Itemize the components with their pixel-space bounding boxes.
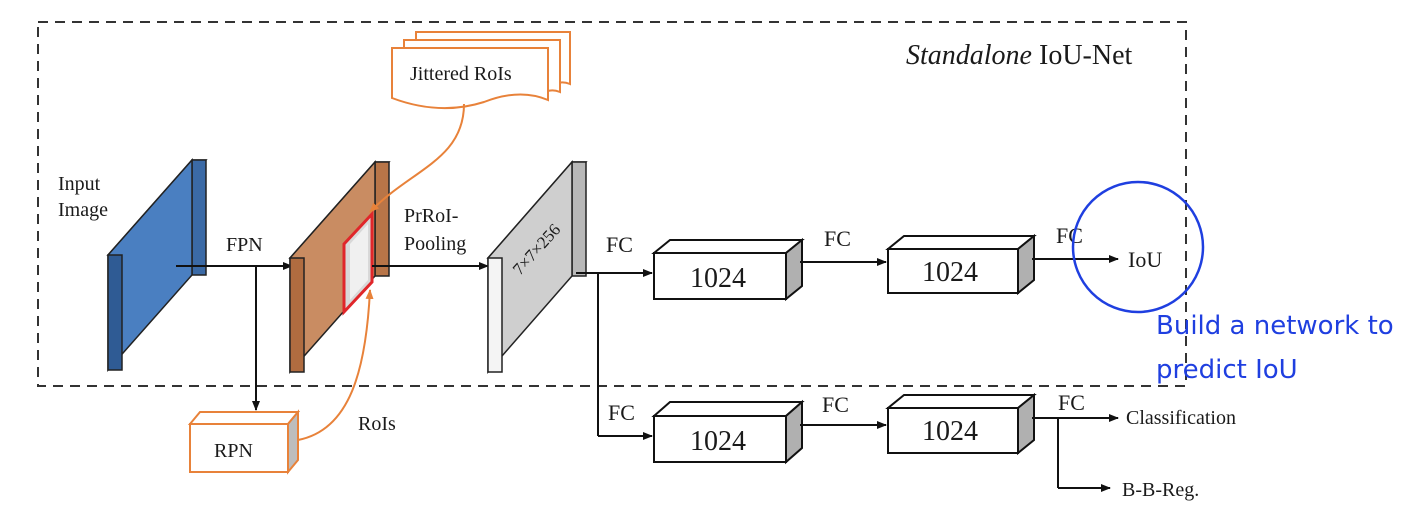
input-label-line1: Input <box>58 173 101 195</box>
rpn-label: RPN <box>214 440 253 462</box>
fc-label-6: FC <box>1058 390 1085 415</box>
rpn-connector <box>297 289 374 441</box>
fpn-feature-slab <box>288 160 391 374</box>
fc-box-top-1-label: 1024 <box>690 263 746 294</box>
fc-label-4: FC <box>608 400 635 425</box>
fc-box-top-2 <box>885 233 1037 296</box>
roi-highlight <box>342 210 374 316</box>
fc-label-1: FC <box>606 232 633 257</box>
annotation-line1: Build a network to <box>1156 311 1394 341</box>
iou-output-label: IoU <box>1128 247 1162 272</box>
iou-highlight-circle <box>1071 180 1205 314</box>
fc-box-bottom-1 <box>651 399 805 465</box>
input-label-line2: Image <box>58 199 108 221</box>
bbreg-label: B-B-Reg. <box>1122 479 1199 501</box>
diagram-title: Standalone IoU-Net <box>906 40 1133 71</box>
annotation-line2: predict IoU <box>1156 355 1298 385</box>
input-image-slab <box>106 158 208 372</box>
fc-label-3: FC <box>1056 223 1083 248</box>
fc-box-top-1 <box>651 237 805 302</box>
prroi-label-line1: PrRoI- <box>404 205 458 227</box>
pooled-feature-slab <box>486 160 588 374</box>
jittered-rois-doc <box>391 31 571 110</box>
rpn-box <box>187 409 301 475</box>
classification-label: Classification <box>1126 407 1236 429</box>
prroi-label-line2: Pooling <box>404 233 466 255</box>
fc-label-5: FC <box>822 392 849 417</box>
standalone-boundary <box>37 21 1187 387</box>
fc-box-bottom-1-label: 1024 <box>690 426 746 457</box>
fc-box-bottom-2 <box>885 392 1037 456</box>
fc-label-2: FC <box>824 226 851 251</box>
jittered-connector <box>369 103 465 213</box>
rois-label: RoIs <box>358 413 396 435</box>
jittered-rois-label: Jittered RoIs <box>410 63 512 85</box>
fc-box-bottom-2-label: 1024 <box>922 416 978 447</box>
fpn-label: FPN <box>226 234 263 256</box>
fc-box-top-2-label: 1024 <box>922 257 978 288</box>
